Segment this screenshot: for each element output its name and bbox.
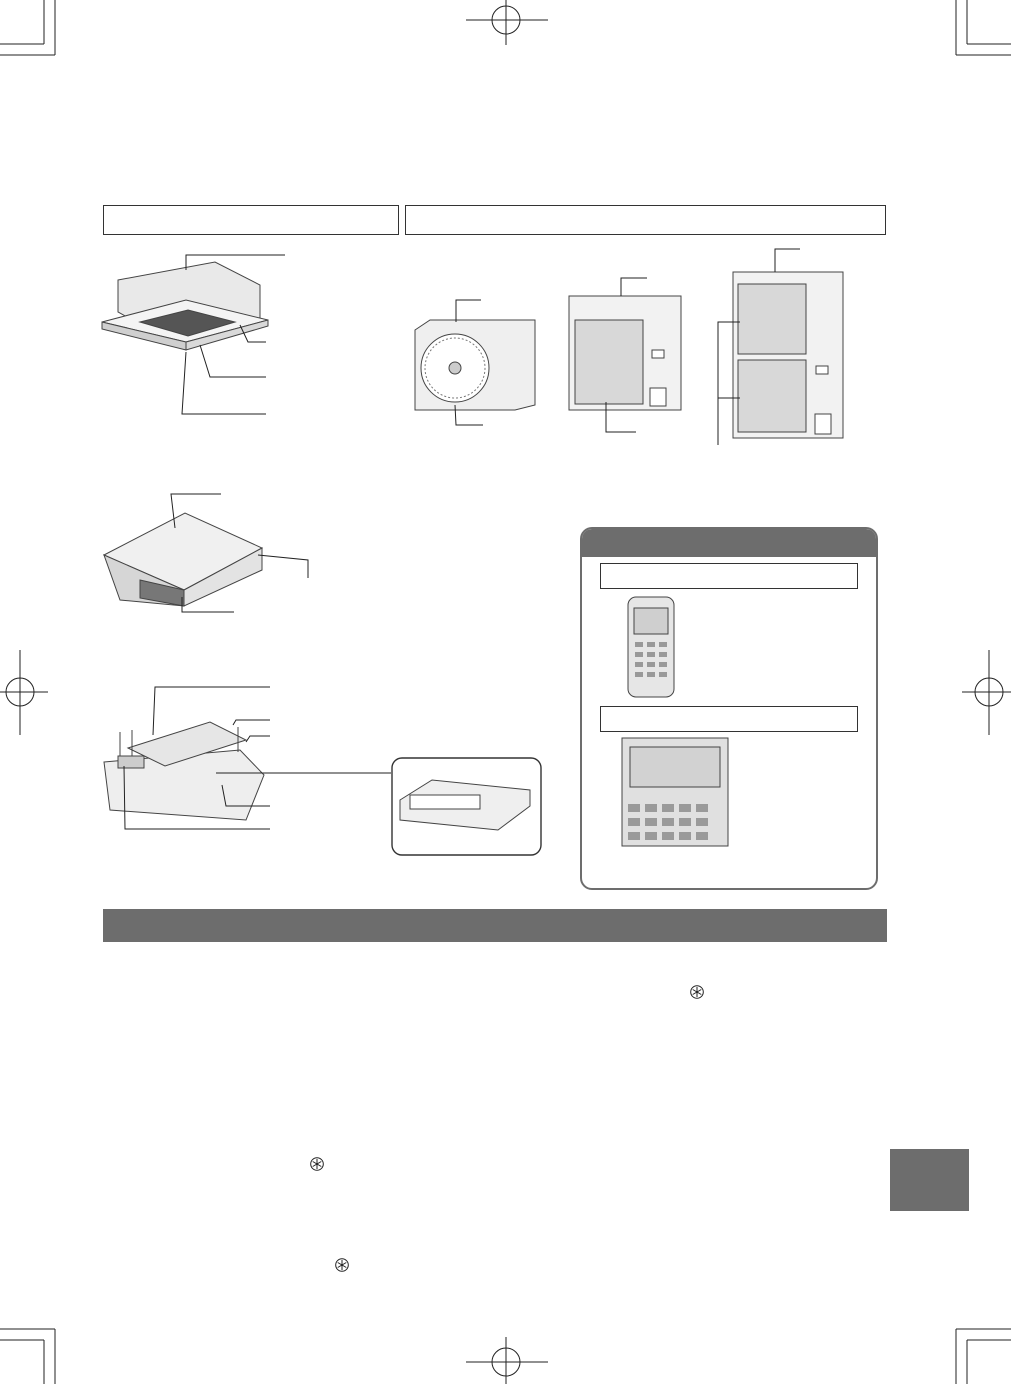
snowflake-icon [310,1157,324,1171]
snowflake-icon [690,985,704,999]
outdoor-unit-large [732,271,844,439]
outdoor-unit-small [414,319,536,411]
wireless-remote-illustration [627,596,675,698]
outdoor-unit-medium [568,295,682,411]
ceiling-unit-illustration [102,512,264,607]
section-title-bar [103,909,887,942]
wired-remote-illustration [621,737,729,847]
wireless-remote-box [600,563,858,589]
cassette-unit-illustration [101,261,269,351]
duct-detail-inset [391,757,542,856]
remote-controller-panel [580,527,878,890]
wired-remote-box [600,706,858,732]
language-side-tab [890,1149,969,1211]
snowflake-icon [335,1258,349,1272]
outdoor-unit-header [405,205,886,235]
remote-panel-header [582,529,876,557]
indoor-unit-header [103,205,399,235]
duct-unit-illustration [103,721,265,821]
